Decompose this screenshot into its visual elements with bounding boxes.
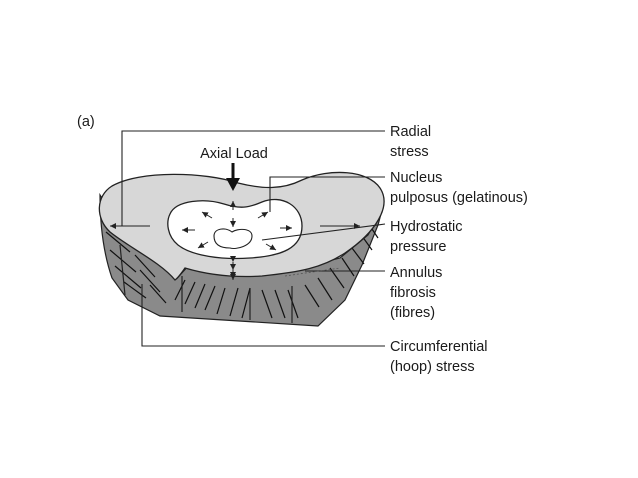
axial-load-label: Axial Load bbox=[200, 146, 268, 162]
panel-label: (a) bbox=[77, 114, 95, 130]
nucleus-pulposus bbox=[167, 198, 303, 260]
hydrostatic-pressure-label: Hydrostatic pressure bbox=[390, 219, 467, 255]
pressure-arrows bbox=[110, 201, 360, 278]
annulus-side-wall bbox=[99, 192, 383, 327]
axial-load-arrow bbox=[226, 163, 240, 191]
circumferential-stress-label: Circumferential (hoop) stress bbox=[390, 339, 492, 375]
nucleus-pulposus-label: Nucleus pulposus (gelatinous) bbox=[390, 170, 528, 206]
radial-stress-label: Radial stress bbox=[390, 124, 435, 160]
nucleus-core bbox=[213, 228, 253, 250]
annulus-fibrosis-label: Annulus fibrosis (fibres) bbox=[390, 265, 446, 321]
